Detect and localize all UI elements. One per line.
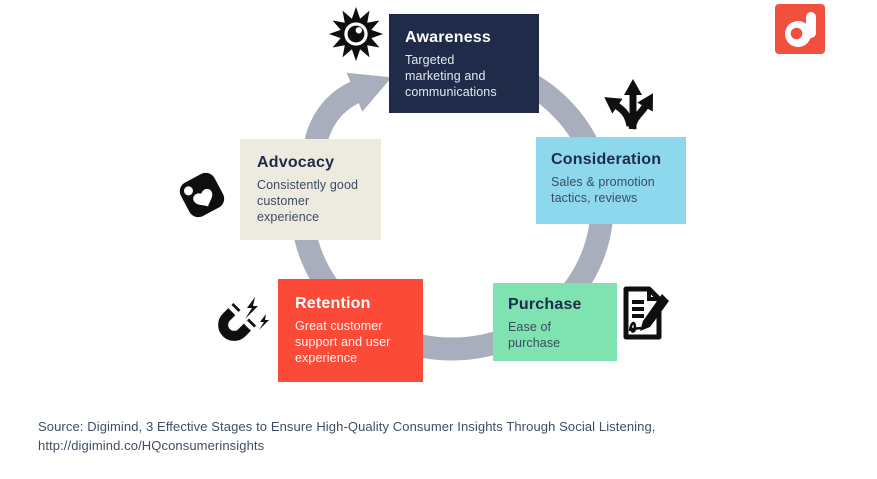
stage-title: Purchase — [508, 296, 582, 313]
source-citation: Source: Digimind, 3 Effective Stages to … — [38, 417, 656, 455]
magnet-icon — [206, 295, 272, 361]
stage-box-purchase: Purchase Ease of purchase — [493, 283, 617, 361]
stage-title: Advocacy — [257, 154, 335, 171]
stage-description: Ease of purchase — [508, 320, 561, 350]
stage-description: Great customer support and user experien… — [295, 319, 391, 365]
eye-sunburst-icon — [328, 6, 384, 62]
stage-box-consideration: Consideration Sales & promotion tactics,… — [536, 137, 686, 224]
stage-title: Retention — [295, 295, 371, 312]
stage-title: Awareness — [405, 29, 492, 46]
contract-pen-icon — [617, 282, 671, 344]
stage-description: Targeted marketing and communications — [405, 53, 497, 99]
stage-box-advocacy: Advocacy Consistently good customer expe… — [240, 139, 381, 240]
three-way-arrows-icon — [601, 76, 665, 134]
stage-description: Sales & promotion tactics, reviews — [551, 175, 655, 205]
digimind-logo — [775, 4, 825, 54]
stage-title: Consideration — [551, 151, 662, 168]
heart-tag-icon — [173, 163, 231, 227]
stage-box-awareness: Awareness Targeted marketing and communi… — [389, 14, 539, 113]
stage-box-retention: Retention Great customer support and use… — [278, 279, 423, 382]
stage-description: Consistently good customer experience — [257, 178, 359, 224]
source-citation-url: http://digimind.co/HQconsumerinsights — [38, 438, 265, 453]
source-citation-line1: Source: Digimind, 3 Effective Stages to … — [38, 419, 656, 434]
